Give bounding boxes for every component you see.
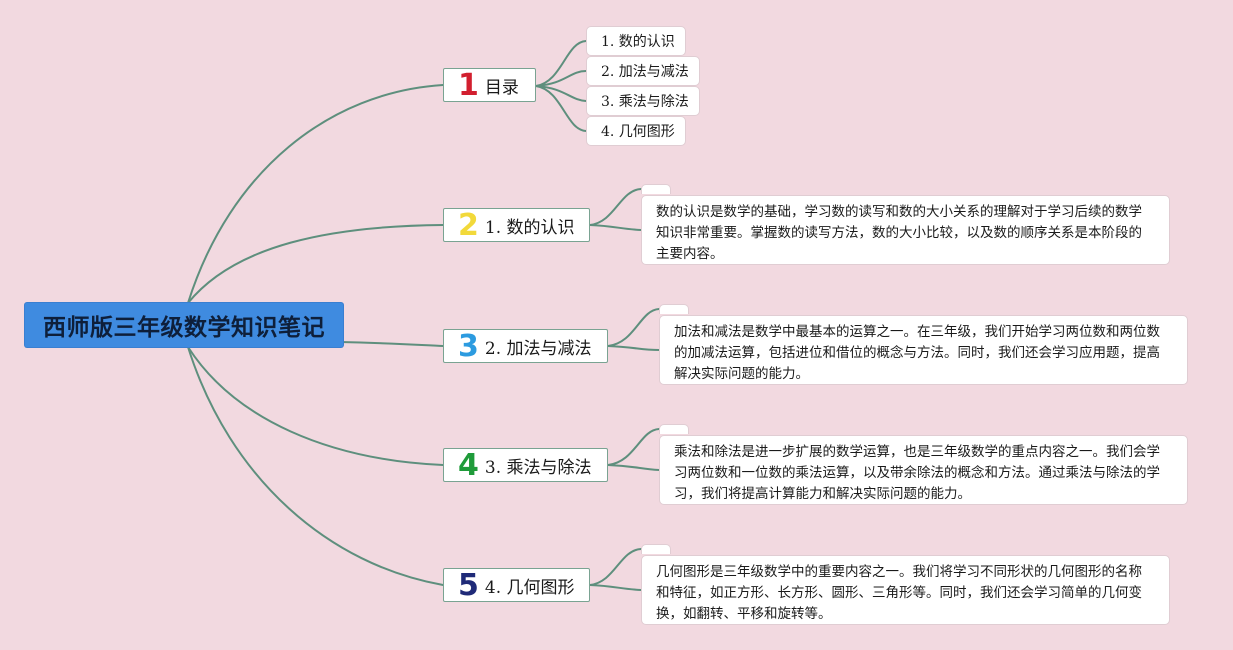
central-topic[interactable]: 西师版三年级数学知识笔记 (25, 303, 343, 347)
toc-item-label: 4. 几何图形 (601, 124, 675, 140)
branch-label: 目录 (484, 77, 519, 98)
branch-label: 1. 数的认识 (484, 217, 575, 238)
note-number-recognition[interactable]: 数的认识是数学的基础，学习数的读写和数的大小关系的理解对于学习后续的数学知识非常… (641, 195, 1170, 265)
number-3-icon: 3 (458, 329, 479, 364)
central-topic-label: 西师版三年级数学知识笔记 (43, 315, 325, 341)
note-tab (641, 184, 671, 194)
branch-label: 2. 加法与减法 (484, 338, 592, 359)
note-text: 数的认识是数学的基础，学习数的读写和数的大小关系的理解对于学习后续的数学知识非常… (656, 204, 1142, 262)
note-multiplication-division[interactable]: 乘法和除法是进一步扩展的数学运算，也是三年级数学的重点内容之一。我们会学习两位数… (659, 435, 1188, 505)
toc-item-geometry[interactable]: 4. 几何图形 (586, 116, 686, 146)
number-2-icon: 2 (458, 208, 479, 243)
note-addition-subtraction[interactable]: 加法和减法是数学中最基本的运算之一。在三年级，我们开始学习两位数和两位数的加减法… (659, 315, 1188, 385)
note-tab (659, 304, 689, 314)
branch-multiplication-division[interactable]: 4 3. 乘法与除法 (443, 448, 608, 482)
branch-number-recognition[interactable]: 2 1. 数的认识 (443, 208, 590, 242)
toc-item-label: 1. 数的认识 (601, 34, 675, 50)
branch-geometry[interactable]: 5 4. 几何图形 (443, 568, 590, 602)
number-1-icon: 1 (458, 68, 479, 103)
number-4-icon: 4 (458, 448, 479, 483)
toc-item-addition-subtraction[interactable]: 2. 加法与减法 (586, 56, 700, 86)
number-5-icon: 5 (458, 568, 479, 603)
branch-label: 3. 乘法与除法 (484, 457, 592, 478)
branch-label: 4. 几何图形 (484, 577, 575, 598)
note-text: 乘法和除法是进一步扩展的数学运算，也是三年级数学的重点内容之一。我们会学习两位数… (674, 444, 1160, 502)
note-tab (659, 424, 689, 434)
toc-item-label: 3. 乘法与除法 (601, 94, 689, 110)
toc-item-multiplication-division[interactable]: 3. 乘法与除法 (586, 86, 700, 116)
note-text: 几何图形是三年级数学中的重要内容之一。我们将学习不同形状的几何图形的名称和特征，… (656, 564, 1142, 622)
note-geometry[interactable]: 几何图形是三年级数学中的重要内容之一。我们将学习不同形状的几何图形的名称和特征，… (641, 555, 1170, 625)
branch-toc[interactable]: 1 目录 (443, 68, 536, 102)
note-tab (641, 544, 671, 554)
toc-item-number-recognition[interactable]: 1. 数的认识 (586, 26, 686, 56)
branch-addition-subtraction[interactable]: 3 2. 加法与减法 (443, 329, 608, 363)
toc-item-label: 2. 加法与减法 (601, 64, 689, 80)
note-text: 加法和减法是数学中最基本的运算之一。在三年级，我们开始学习两位数和两位数的加减法… (674, 324, 1160, 382)
